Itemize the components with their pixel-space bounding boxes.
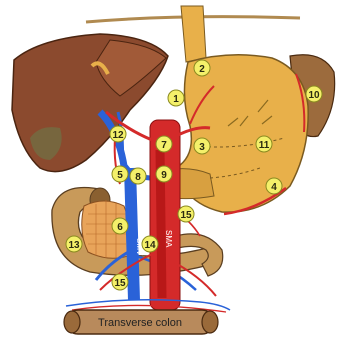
svg-text:15: 15 — [180, 210, 192, 221]
colon-label: Transverse colon — [98, 317, 182, 329]
svg-text:3: 3 — [199, 142, 205, 153]
callout-11: 11 — [256, 136, 272, 152]
svg-text:4: 4 — [271, 182, 277, 193]
svg-text:7: 7 — [161, 140, 167, 151]
callout-8: 8 — [130, 168, 146, 184]
callout-14: 14 — [142, 236, 158, 252]
svg-text:14: 14 — [144, 240, 156, 251]
svg-text:2: 2 — [199, 64, 205, 75]
svg-text:5: 5 — [117, 170, 123, 181]
smv — [130, 168, 134, 300]
callout-15a: 15 — [178, 206, 194, 222]
svg-text:12: 12 — [112, 130, 124, 141]
callout-10: 10 — [306, 86, 322, 102]
callout-15b: 15 — [112, 274, 128, 290]
svg-text:10: 10 — [308, 90, 320, 101]
callout-4: 4 — [266, 178, 282, 194]
svg-text:6: 6 — [117, 222, 123, 233]
callout-6: 6 — [112, 218, 128, 234]
svg-text:9: 9 — [161, 170, 167, 181]
callout-13: 13 — [66, 236, 82, 252]
callout-3: 3 — [194, 138, 210, 154]
svg-text:8: 8 — [135, 172, 141, 183]
callout-12: 12 — [110, 126, 126, 142]
callout-9: 9 — [156, 166, 172, 182]
middle-colic-vessels — [66, 300, 230, 310]
svg-text:1: 1 — [173, 94, 179, 105]
sma-label: SMA — [164, 230, 173, 248]
callout-5: 5 — [112, 166, 128, 182]
svg-text:13: 13 — [68, 240, 80, 251]
svg-text:15: 15 — [114, 278, 126, 289]
callout-7: 7 — [156, 136, 172, 152]
esophagus — [181, 6, 206, 62]
svg-text:11: 11 — [259, 140, 270, 151]
callout-1: 1 — [168, 90, 184, 106]
callout-2: 2 — [194, 60, 210, 76]
